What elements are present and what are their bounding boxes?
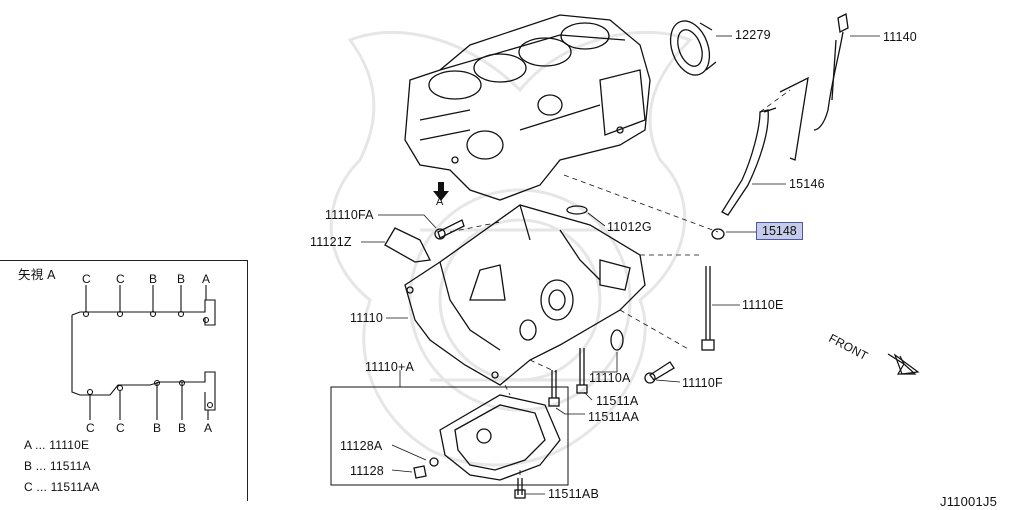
legend-part: 11511AA: [50, 480, 100, 494]
oil-pan-11110-plus-a: [439, 394, 561, 481]
label-15148-highlighted[interactable]: 15148: [756, 222, 803, 240]
inset-bottom-letter: C: [116, 421, 125, 435]
label-11110a: 11110A: [589, 371, 631, 385]
label-11012g: 11012G: [607, 220, 652, 234]
inset-view-a: [0, 260, 248, 501]
label-11110f: 11110F: [682, 376, 723, 390]
cylinder-block: [404, 14, 651, 201]
label-12279: 12279: [735, 28, 771, 42]
assembly-dashes: [449, 89, 791, 478]
bolts: [413, 219, 715, 499]
front-arrow: [887, 353, 920, 375]
legend-key: B: [24, 459, 33, 473]
baffle-11121z: [384, 227, 431, 263]
label-11511ab: 11511AB: [548, 487, 599, 501]
pan-kit-frame: [330, 386, 569, 486]
inset-title: 矢視 A: [18, 268, 56, 282]
dipstick-11140: [813, 13, 849, 131]
inset-top-letter: C: [116, 272, 125, 286]
inset-top-letter: B: [177, 272, 186, 286]
label-11110-plus-a: 11110+A: [365, 360, 415, 374]
label-11110fa: 11110FA: [325, 208, 374, 222]
legend-sep: ...: [36, 480, 48, 494]
legend-row-a: A ... 11110E: [24, 438, 89, 452]
legend-key: C: [24, 480, 33, 494]
oil-seal-12279: [669, 20, 717, 76]
legend-part: 11110E: [49, 438, 90, 452]
inset-top-letter: A: [202, 272, 211, 286]
inset-bottom-letter: A: [204, 421, 213, 435]
leader-lines: [361, 35, 880, 495]
label-11511aa: 11511AA: [588, 410, 639, 424]
view-marker-a: A: [436, 196, 444, 208]
plate-11012g: [566, 205, 588, 215]
dipstick-guide-15146: [721, 76, 809, 216]
label-11511a: 11511A: [596, 394, 639, 408]
legend-sep: ...: [35, 459, 47, 473]
inset-bottom-letter: B: [153, 421, 162, 435]
label-11110: 11110: [350, 311, 383, 325]
lower-block-11110: [404, 204, 646, 386]
label-15146: 15146: [789, 177, 825, 191]
inset-view-drawing: [71, 285, 216, 420]
label-11128a: 11128A: [340, 439, 383, 453]
label-11110e: 11110E: [742, 298, 784, 312]
legend-part: 11511A: [49, 459, 91, 473]
legend-row-c: C ... 11511AA: [24, 480, 100, 494]
inset-top-letter: B: [149, 272, 158, 286]
label-11140: 11140: [883, 30, 917, 44]
label-11121z: 11121Z: [310, 235, 352, 249]
inset-bottom-letter: C: [86, 421, 95, 435]
o-ring-15148: [711, 228, 725, 240]
inset-bottom-letter: B: [178, 421, 187, 435]
legend-sep: ...: [35, 438, 46, 452]
legend-key: A: [24, 438, 32, 452]
inset-top-letter: C: [82, 272, 91, 286]
legend-row-b: B ... 11511A: [24, 459, 91, 473]
view-arrow: [433, 182, 449, 201]
label-11128: 11128: [350, 464, 384, 478]
diagram-code: J11001J5: [940, 494, 998, 509]
